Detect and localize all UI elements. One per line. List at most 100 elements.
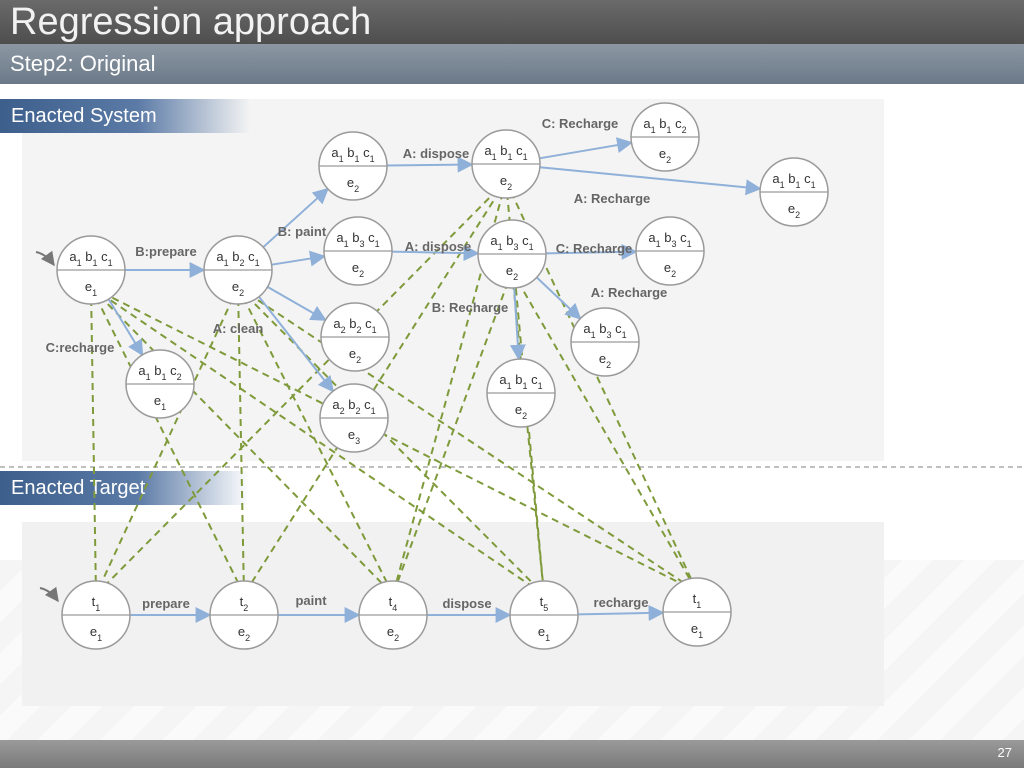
node-environment-label: e3 <box>348 427 360 446</box>
system-start-arrow <box>35 250 55 267</box>
transition-arrow <box>386 156 474 173</box>
mapping-line <box>95 286 239 596</box>
mapping-line <box>243 180 507 596</box>
node-environment-label: e2 <box>232 279 244 298</box>
node-environment-label: e2 <box>515 402 527 421</box>
mapping-line <box>90 286 698 593</box>
transition-arrow <box>262 187 329 248</box>
transition-label: dispose <box>442 596 491 611</box>
node-environment-label: e1 <box>691 621 703 640</box>
node-environment-label: e2 <box>664 260 676 279</box>
node-environment-label: e2 <box>352 260 364 279</box>
node-state-label: a1 b1 c1 <box>484 143 527 162</box>
transition-label: C: Recharge <box>556 241 633 256</box>
transition-label: C: Recharge <box>542 116 619 131</box>
transition-label: B: Recharge <box>432 300 509 315</box>
mapping-line <box>237 286 545 596</box>
node-environment-label: e1 <box>538 624 550 643</box>
node-state-label: a1 b3 c1 <box>336 230 379 249</box>
transition-label: A: clean <box>213 321 264 336</box>
mapping-line <box>237 286 245 595</box>
node-state-label: a1 b3 c1 <box>490 233 533 252</box>
node-state-label: t1 <box>92 594 101 613</box>
node-state-label: a1 b1 c1 <box>331 145 374 164</box>
node-state-label: a1 b1 c1 <box>499 372 542 391</box>
transition-arrow <box>267 286 327 321</box>
system-node: a1 b3 c1 e2 <box>477 219 547 289</box>
system-node: a1 b1 c1 e2 <box>759 157 829 227</box>
node-state-label: a1 b1 c1 <box>772 171 815 190</box>
title-bar <box>0 0 1024 44</box>
mapping-line <box>90 286 545 596</box>
mapping-line <box>90 286 97 595</box>
system-node: a1 b3 c1 e2 <box>323 216 393 286</box>
transition-label: prepare <box>142 596 190 611</box>
system-node: a1 b1 c1 e2 <box>318 131 388 201</box>
target-node: t5 e1 <box>509 580 579 650</box>
mapping-line <box>392 270 513 595</box>
mapping-line <box>237 286 394 596</box>
node-environment-label: e1 <box>154 393 166 412</box>
transition-label: C:recharge <box>46 340 115 355</box>
system-node: a1 b1 c1 e2 <box>471 129 541 199</box>
node-environment-label: e2 <box>659 146 671 165</box>
transition-label: A: Recharge <box>591 285 668 300</box>
system-node: a1 b1 c1 e1 <box>56 235 126 305</box>
transition-arrow <box>536 276 582 320</box>
transition-arrow <box>545 243 638 260</box>
node-state-label: t4 <box>389 594 398 613</box>
node-environment-label: e2 <box>387 624 399 643</box>
transition-label: A: dispose <box>403 146 469 161</box>
mapping-line <box>95 180 507 596</box>
target-node: t1 e1 <box>662 577 732 647</box>
node-environment-label: e1 <box>90 624 102 643</box>
system-node: a1 b3 c1 e2 <box>570 307 640 377</box>
mapping-line <box>511 270 698 593</box>
node-environment-label: e2 <box>788 201 800 220</box>
transition-arrow <box>391 245 480 262</box>
transition-arrow <box>107 298 144 357</box>
transition-arrow <box>577 604 665 621</box>
target-start-arrow <box>39 586 59 603</box>
slide-subtitle: Step2: Original <box>10 51 156 76</box>
node-state-label: t5 <box>540 594 549 613</box>
section-enacted-target: Enacted Target <box>0 471 250 505</box>
transition-arrow <box>539 166 762 196</box>
node-environment-label: e2 <box>347 175 359 194</box>
target-node: t4 e2 <box>358 580 428 650</box>
transition-label: B:prepare <box>135 244 196 259</box>
page-number: 27 <box>997 745 1012 760</box>
node-state-label: a1 b1 c1 <box>69 249 112 268</box>
node-environment-label: e2 <box>500 173 512 192</box>
node-state-label: a1 b3 c1 <box>648 230 691 249</box>
node-state-label: a1 b1 c2 <box>138 363 181 382</box>
system-node: a1 b3 c1 e2 <box>635 216 705 286</box>
target-node: t1 e1 <box>61 580 131 650</box>
node-state-label: t1 <box>693 591 702 610</box>
node-environment-label: e2 <box>506 263 518 282</box>
node-state-label: a1 b3 c1 <box>583 321 626 340</box>
node-state-label: t2 <box>240 594 249 613</box>
footer-bar <box>0 740 1024 768</box>
node-state-label: a2 b2 c1 <box>332 397 375 416</box>
system-node: a1 b1 c2 e1 <box>125 349 195 419</box>
subtitle-bar <box>0 44 1024 84</box>
node-state-label: a2 b2 c1 <box>333 316 376 335</box>
transition-arrow <box>258 296 335 393</box>
transition-label: A: Recharge <box>574 191 651 206</box>
node-environment-label: e2 <box>599 351 611 370</box>
node-environment-label: e1 <box>85 279 97 298</box>
transition-arrow <box>539 137 634 160</box>
mapping-line <box>237 286 698 593</box>
transition-label: A: dispose <box>405 239 471 254</box>
slide-title: Regression approach <box>10 1 372 43</box>
section-enacted-system: Enacted System <box>0 99 250 133</box>
transition-label: B: paint <box>278 224 327 239</box>
